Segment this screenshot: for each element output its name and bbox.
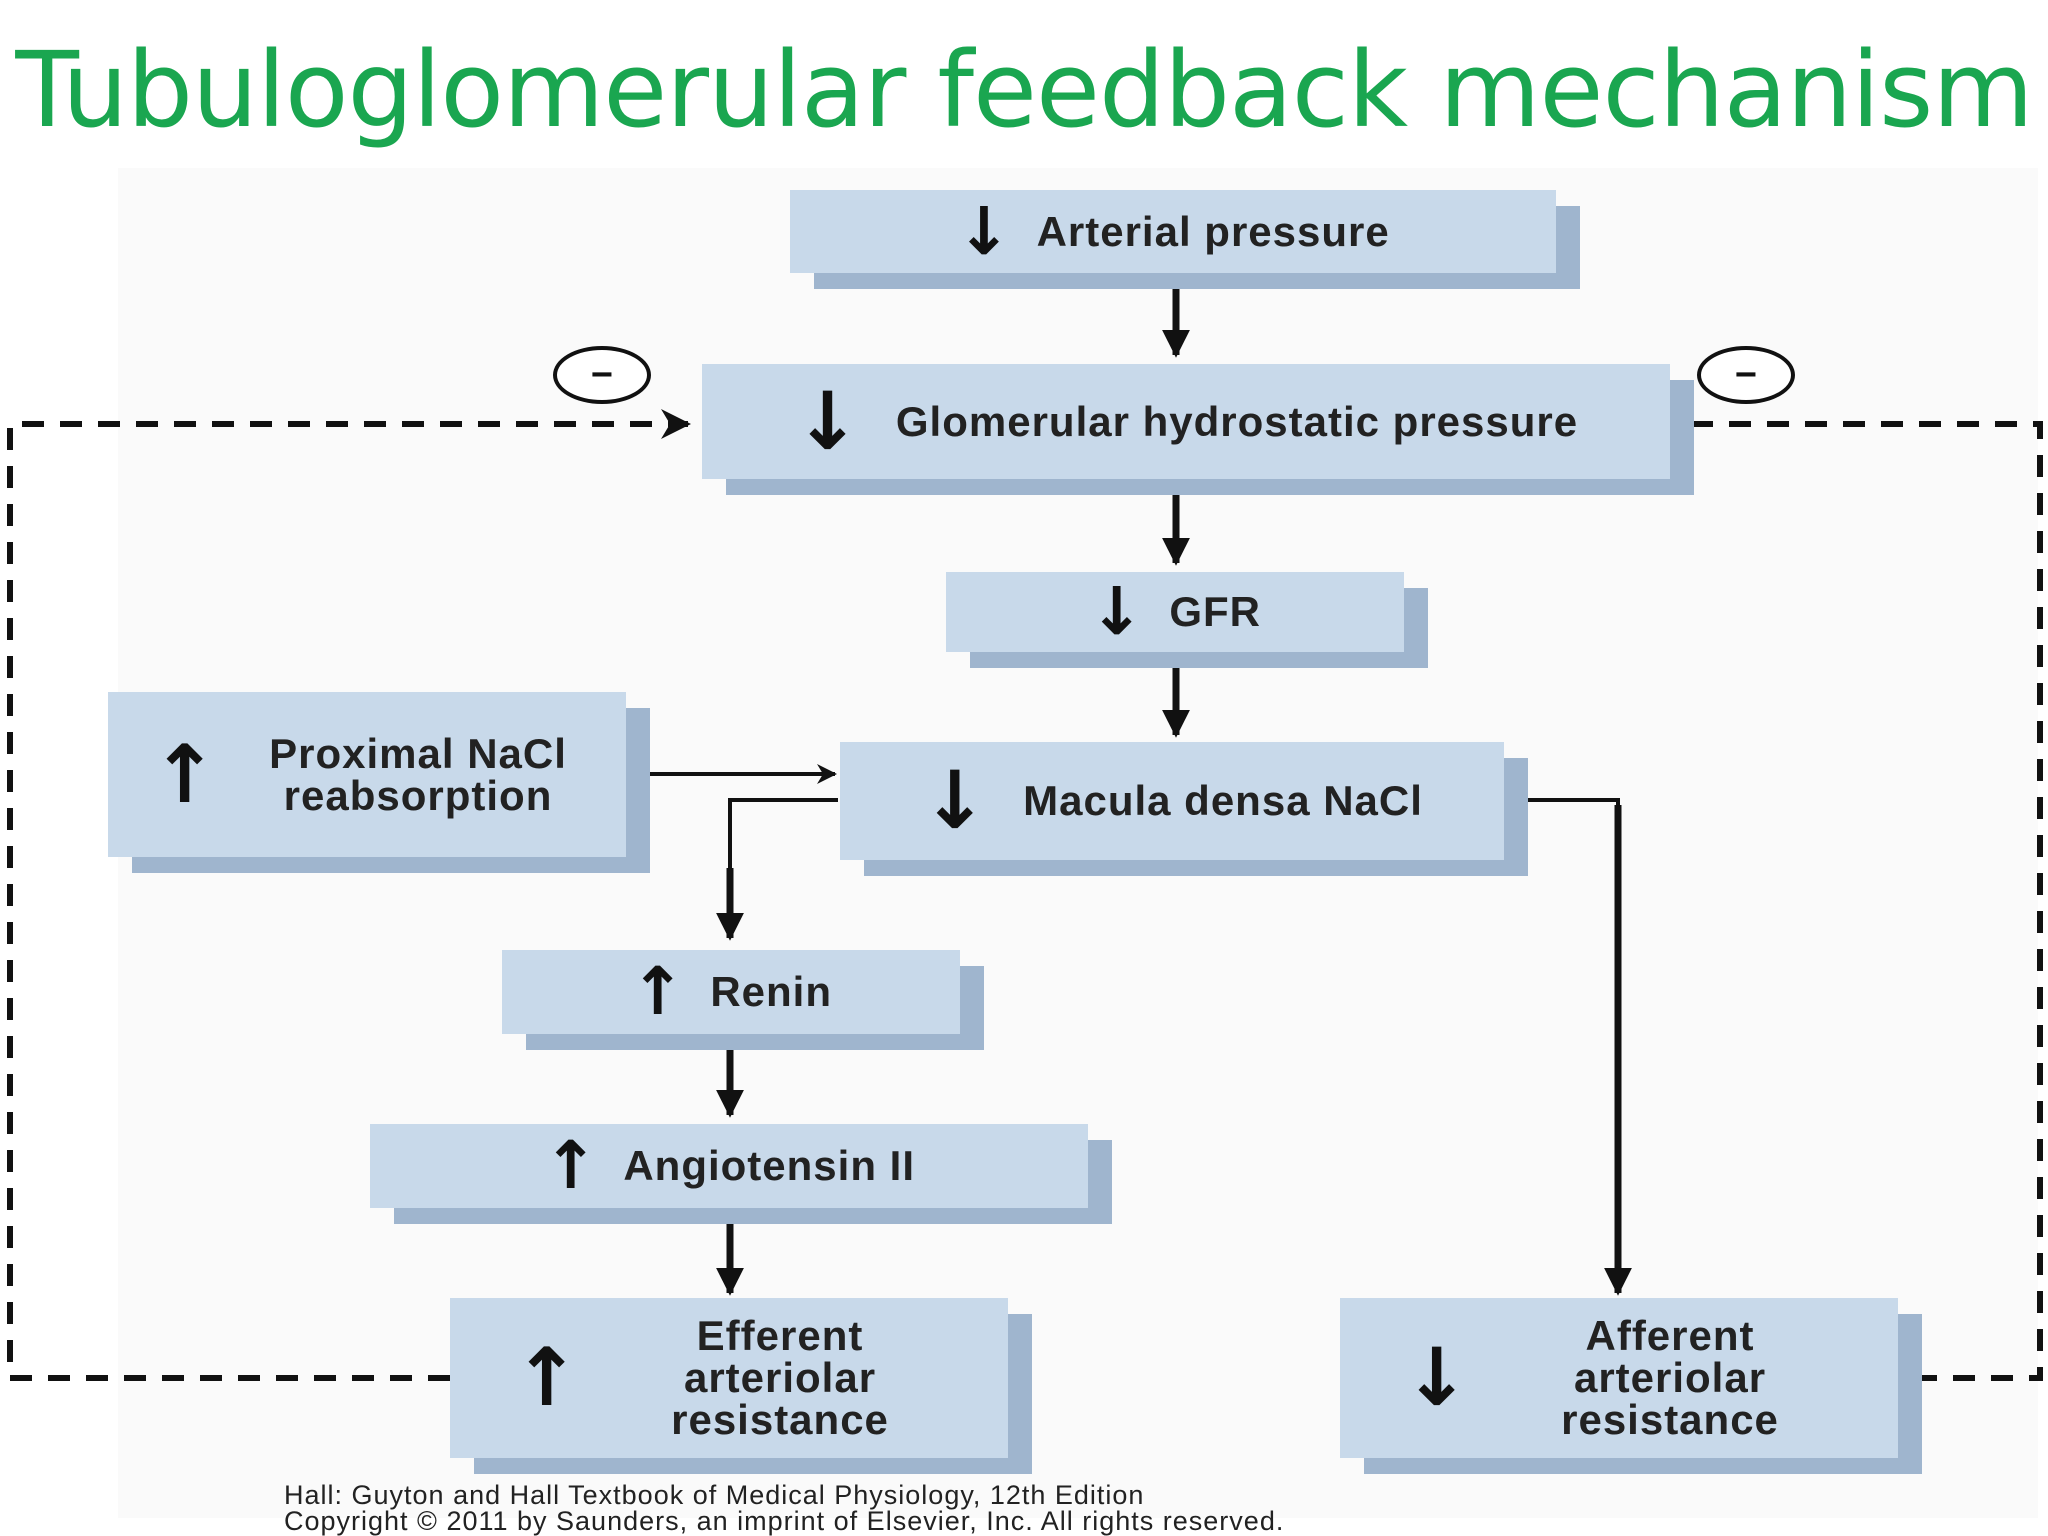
decrease-arrow-icon: ↓ [956, 192, 1013, 270]
box-label: Arterial pressure [1036, 207, 1390, 255]
increase-arrow-icon: ↑ [543, 1127, 600, 1204]
box-proximal-nacl: ↑ Proximal NaCl reabsorption [108, 692, 626, 857]
box-arterial-pressure: ↓ Arterial pressure [790, 190, 1556, 273]
decrease-arrow-icon: ↓ [1402, 1331, 1472, 1424]
box-label: Renin [710, 968, 832, 1015]
box-label: Efferent arteriolar resistance [671, 1312, 889, 1443]
box-renin: ↑ Renin [502, 950, 960, 1034]
credit-line-2: Copyright © 2011 by Saunders, an imprint… [284, 1506, 1285, 1536]
decrease-arrow-icon: ↓ [793, 374, 862, 468]
increase-arrow-icon: ↑ [150, 727, 220, 821]
box-macula-densa: ↓ Macula densa NaCl [840, 742, 1504, 860]
decrease-arrow-icon: ↓ [921, 754, 990, 847]
arrow-macula-to-afferent [1508, 798, 1620, 808]
inhibit-badge-left: − [553, 346, 651, 404]
box-efferent-resistance: ↑ Efferent arteriolar resistance [450, 1298, 1008, 1458]
increase-arrow-icon: ↑ [630, 953, 687, 1030]
decrease-arrow-icon: ↓ [1089, 573, 1146, 650]
inhibit-badge-right: − [1697, 346, 1795, 404]
box-label: Proximal NaCl reabsorption [269, 729, 567, 819]
box-gfr: ↓ GFR [946, 572, 1404, 652]
box-angiotensin: ↑ Angiotensin II [370, 1124, 1088, 1208]
box-label: GFR [1169, 588, 1261, 635]
feedback-dashed-right [1645, 409, 2043, 1381]
feedback-dashed-left [7, 409, 691, 1381]
arrow-macula-to-renin [728, 798, 838, 870]
slide-title: Tubuloglomerular feedback mechanism [15, 29, 2033, 151]
box-label: Afferent arteriolar resistance [1561, 1312, 1779, 1443]
box-label: Angiotensin II [623, 1142, 915, 1189]
box-label: Glomerular hydrostatic pressure [895, 397, 1579, 445]
box-label: Macula densa NaCl [1023, 777, 1423, 824]
box-afferent-resistance: ↓ Afferent arteriolar resistance [1340, 1298, 1898, 1458]
credit-line-1: Hall: Guyton and Hall Textbook of Medica… [284, 1480, 1145, 1510]
figure-credit: Hall: Guyton and Hall Textbook of Medica… [284, 1480, 1285, 1536]
box-glomerular-pressure: ↓ Glomerular hydrostatic pressure [702, 364, 1670, 479]
increase-arrow-icon: ↑ [512, 1331, 582, 1424]
